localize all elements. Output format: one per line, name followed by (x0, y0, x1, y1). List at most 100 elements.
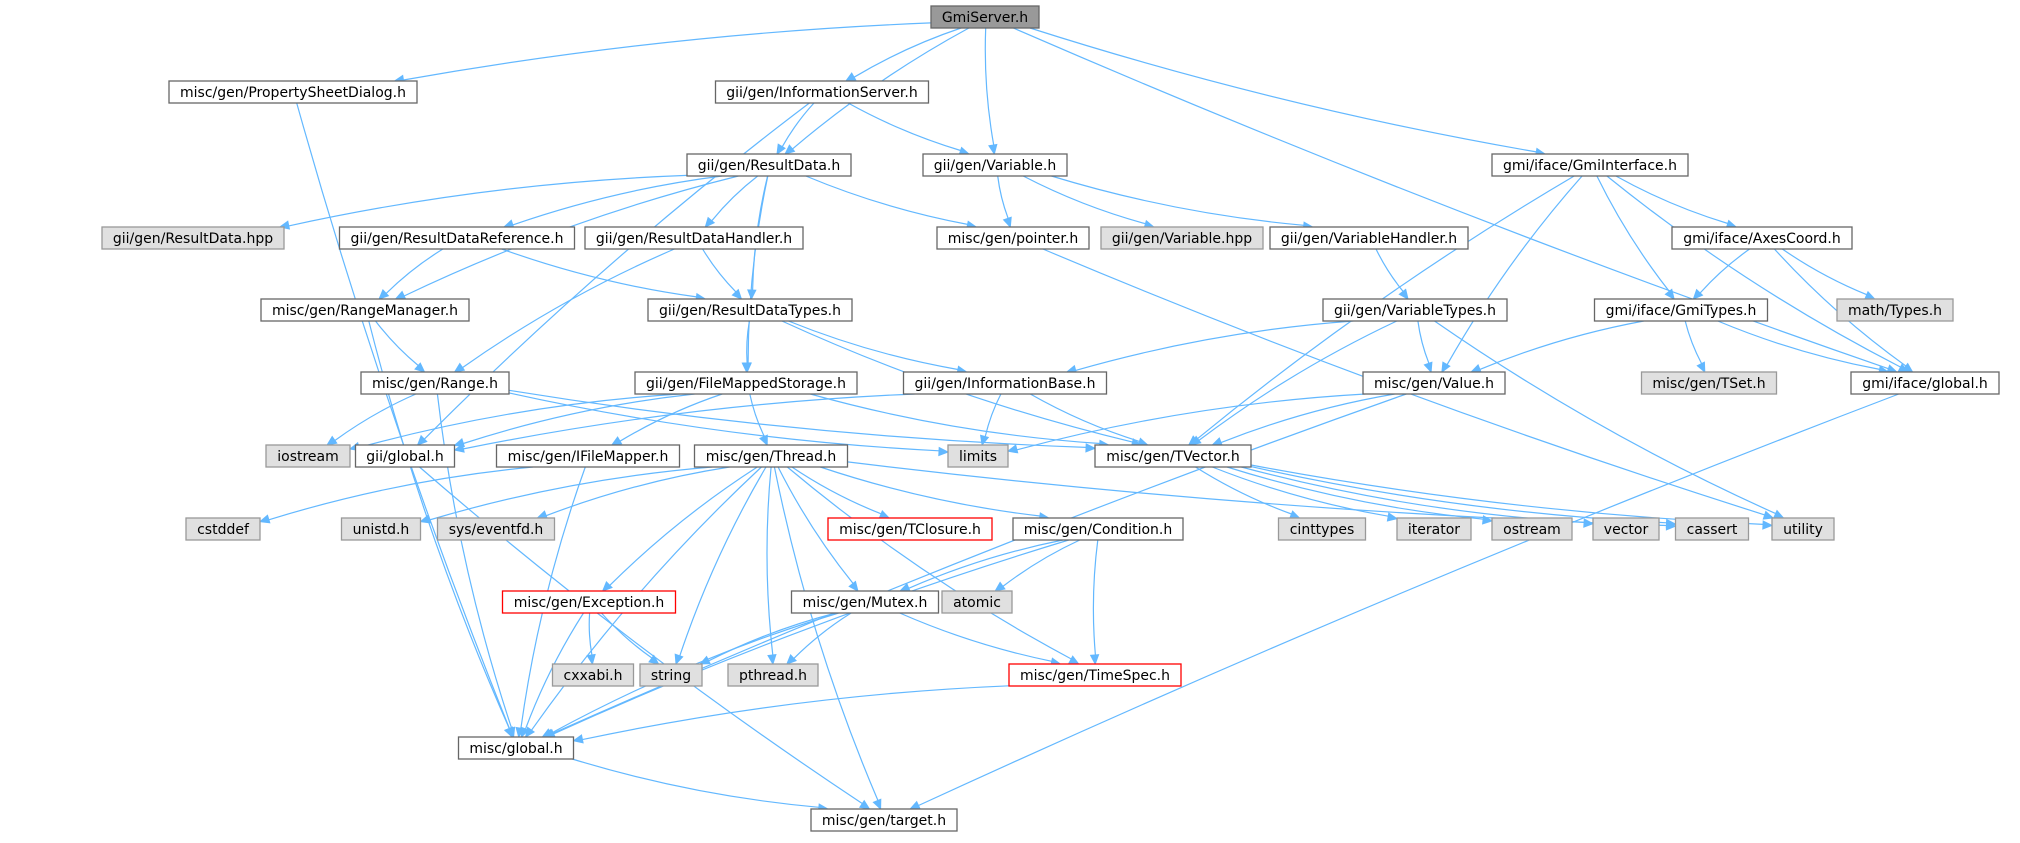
arrowhead (1386, 512, 1399, 522)
node-cinttypes[interactable]: cinttypes (1277, 517, 1367, 541)
node-resultdata[interactable]: gii/gen/ResultData.h (686, 153, 852, 177)
node-ifilemapper[interactable]: misc/gen/IFileMapper.h (495, 444, 681, 468)
node-box (634, 371, 858, 395)
edge-line (1016, 393, 1366, 451)
node-gmiglobal[interactable]: gmi/iface/global.h (1850, 371, 2000, 395)
node-pointer[interactable]: misc/gen/pointer.h (936, 226, 1090, 250)
node-cassert[interactable]: cassert (1674, 517, 1750, 541)
node-label: misc/gen/TSet.h (1652, 376, 1765, 392)
node-exception[interactable]: misc/gen/Exception.h (501, 590, 677, 614)
node-resultdatahandler[interactable]: gii/gen/ResultDataHandler.h (584, 226, 804, 250)
arrowhead (1864, 290, 1876, 300)
arrowhead (704, 216, 716, 228)
node-box (827, 517, 993, 541)
edge-line (788, 320, 959, 371)
arrowhead (758, 434, 768, 447)
node-propsheet[interactable]: misc/gen/PropertySheetDialog.h (168, 80, 418, 104)
edge-filemapped-to-tvector (810, 393, 1110, 450)
node-atomic[interactable]: atomic (941, 590, 1013, 614)
node-box (714, 80, 930, 104)
node-infobase[interactable]: gii/gen/InformationBase.h (902, 371, 1108, 395)
edge-infobase-to-limits (979, 393, 1002, 447)
node-cstddef[interactable]: cstddef (185, 517, 261, 541)
node-iterator[interactable]: iterator (1396, 517, 1472, 541)
node-unistd[interactable]: unistd.h (340, 517, 422, 541)
arrowhead (1583, 518, 1595, 528)
node-resultdatahpp[interactable]: gii/gen/ResultData.hpp (101, 226, 285, 250)
node-box (936, 226, 1090, 250)
edge-line (1022, 175, 1146, 225)
node-variablehandler[interactable]: gii/gen/VariableHandler.h (1269, 226, 1469, 250)
edge-range-to-miscglobal (436, 393, 516, 739)
node-label: limits (959, 449, 997, 465)
node-box (727, 663, 819, 687)
node-cxxabi[interactable]: cxxabi.h (551, 663, 635, 687)
edge-variable-to-variablehandler (1051, 175, 1314, 231)
edge-gmiinterface-to-gmiglobal (1606, 175, 1910, 373)
node-box (1850, 371, 2000, 395)
arrowhead (1772, 509, 1785, 519)
edge-line (786, 466, 1072, 660)
node-infoserver[interactable]: gii/gen/InformationServer.h (714, 80, 930, 104)
node-variable[interactable]: gii/gen/Variable.h (922, 153, 1068, 177)
node-label: misc/gen/TVector.h (1106, 449, 1240, 465)
arrowhead (453, 443, 465, 453)
node-filemapped[interactable]: gii/gen/FileMappedStorage.h (634, 371, 858, 395)
node-limits[interactable]: limits (947, 444, 1009, 468)
node-string[interactable]: string (639, 663, 703, 687)
node-mathtypes[interactable]: math/Types.h (1836, 298, 1954, 322)
node-condition[interactable]: misc/gen/Condition.h (1012, 517, 1184, 541)
arrowhead (416, 434, 428, 446)
edge-thread-to-timespec (786, 466, 1080, 665)
node-range[interactable]: misc/gen/Range.h (360, 371, 510, 395)
edge-line (1684, 320, 1703, 364)
node-label: gii/gen/ResultDataReference.h (351, 231, 564, 247)
node-label: cassert (1687, 522, 1738, 538)
edge-line (805, 175, 968, 225)
node-label: misc/gen/Exception.h (514, 595, 665, 611)
node-box (1277, 517, 1367, 541)
edge-line (1417, 320, 1430, 364)
node-ostream[interactable]: ostream (1491, 517, 1573, 541)
node-utility[interactable]: utility (1771, 517, 1835, 541)
node-resultdatatypes[interactable]: gii/gen/ResultDataTypes.h (647, 298, 853, 322)
edge-line (793, 612, 852, 659)
arrowhead (394, 290, 407, 300)
node-value[interactable]: misc/gen/Value.h (1362, 371, 1506, 395)
node-tvector[interactable]: misc/gen/TVector.h (1094, 444, 1252, 468)
node-vector[interactable]: vector (1592, 517, 1660, 541)
node-gmitypes[interactable]: gmi/iface/GmiTypes.h (1593, 298, 1769, 322)
node-variabletypes[interactable]: gii/gen/VariableTypes.h (1322, 298, 1508, 322)
node-thread[interactable]: misc/gen/Thread.h (693, 444, 849, 468)
node-label: misc/gen/Mutex.h (803, 595, 928, 611)
node-gmiserver[interactable]: GmiServer.h (930, 5, 1040, 29)
arrowhead (994, 581, 1006, 592)
node-timespec[interactable]: misc/gen/TimeSpec.h (1008, 663, 1182, 687)
edge-variabletypes-to-value (1417, 320, 1433, 374)
edge-thread-to-tclosure (791, 466, 891, 519)
node-miscglobal[interactable]: misc/global.h (457, 736, 575, 760)
node-target[interactable]: misc/gen/target.h (810, 808, 958, 832)
node-box (1100, 226, 1264, 250)
node-label: vector (1604, 522, 1649, 538)
node-variablehpp[interactable]: gii/gen/Variable.hpp (1100, 226, 1264, 250)
edge-line (1434, 320, 1776, 515)
node-box (1640, 371, 1778, 395)
node-resultdataref[interactable]: gii/gen/ResultDataReference.h (338, 226, 576, 250)
node-eventfd[interactable]: sys/eventfd.h (436, 517, 556, 541)
node-gmiinterface[interactable]: gmi/iface/GmiInterface.h (1491, 153, 1689, 177)
node-axescoord[interactable]: gmi/iface/AxesCoord.h (1671, 226, 1853, 250)
node-pthread[interactable]: pthread.h (727, 663, 819, 687)
edge-variable-to-pointer (997, 175, 1012, 229)
node-box (790, 590, 940, 614)
node-tset[interactable]: misc/gen/TSet.h (1640, 371, 1778, 395)
node-giiglobal[interactable]: gii/global.h (354, 444, 456, 468)
node-mutex[interactable]: misc/gen/Mutex.h (790, 590, 940, 614)
edge-gmiinterface-to-axescoord (1615, 175, 1738, 229)
edge-line (791, 466, 882, 515)
node-iostream[interactable]: iostream (265, 444, 351, 468)
node-tclosure[interactable]: misc/gen/TClosure.h (827, 517, 993, 541)
node-label: cstddef (197, 522, 250, 538)
node-box (947, 444, 1009, 468)
node-rangemanager[interactable]: misc/gen/RangeManager.h (260, 298, 470, 322)
